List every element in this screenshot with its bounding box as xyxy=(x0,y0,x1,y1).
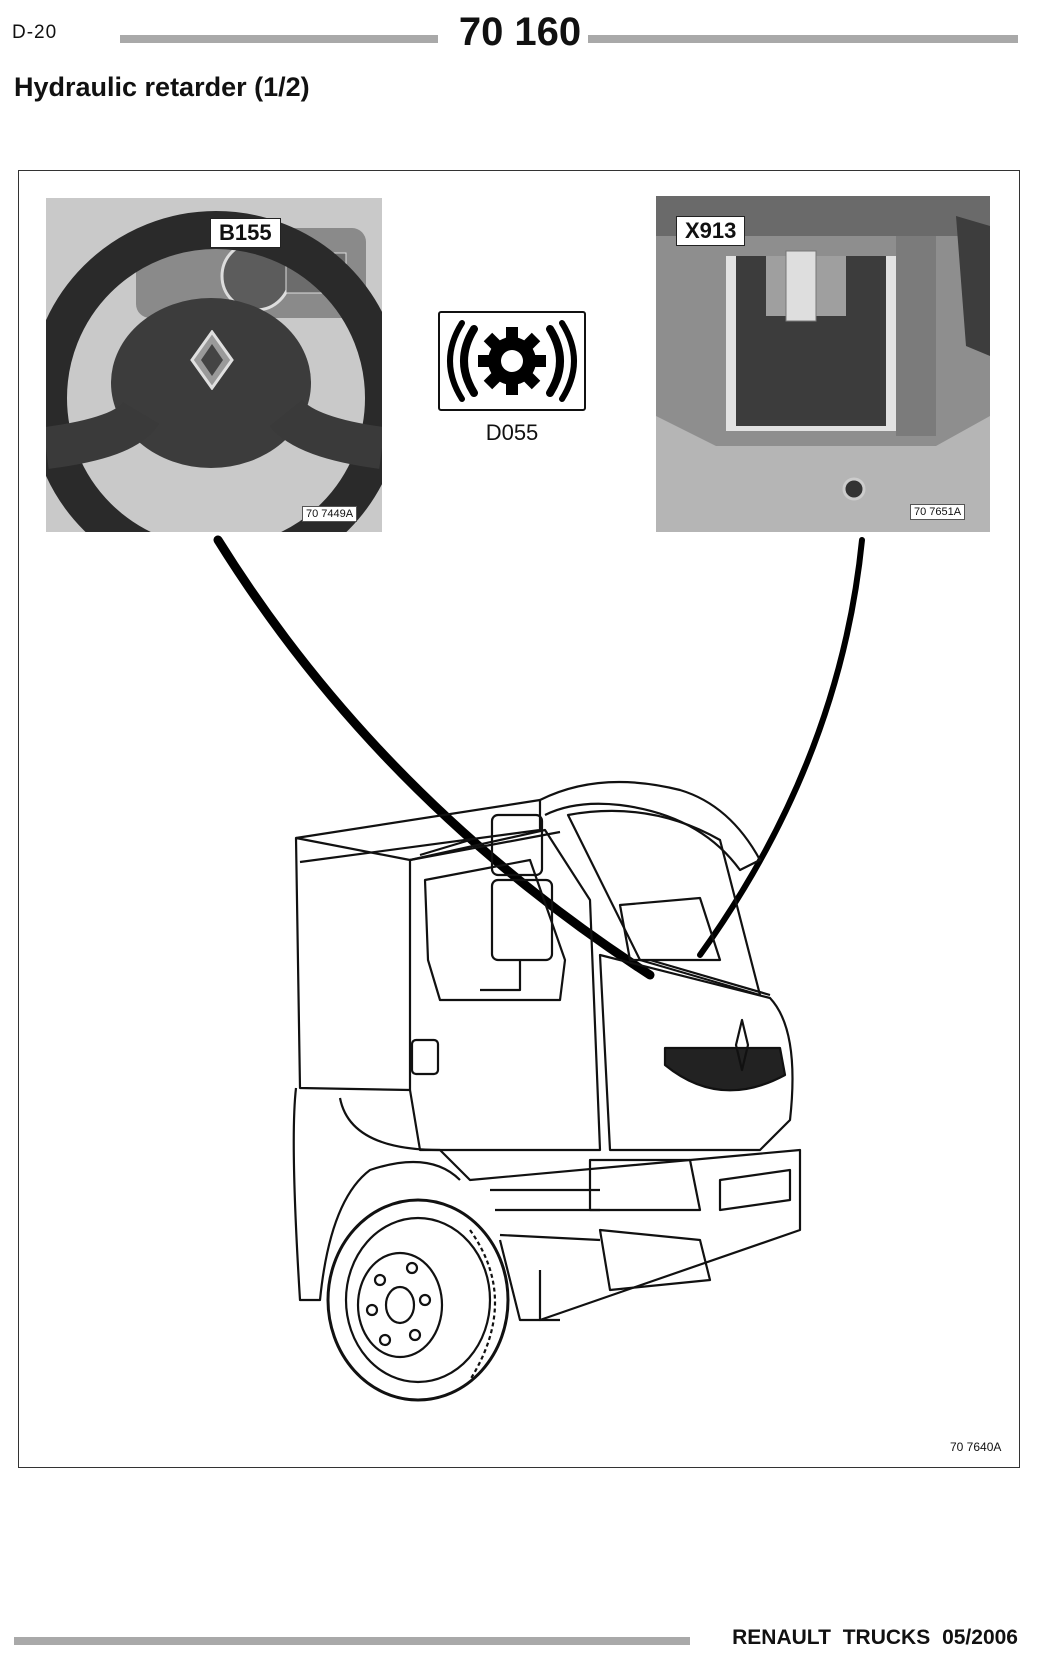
callout-b155: B155 xyxy=(210,218,281,248)
retarder-symbol xyxy=(438,311,586,411)
connector-photo xyxy=(656,196,990,532)
page-title: Hydraulic retarder (1/2) xyxy=(14,72,310,102)
figure-frame xyxy=(18,170,1020,1468)
header-rule-left xyxy=(120,35,438,43)
retarder-gear-icon xyxy=(447,320,577,402)
figure-ref: 70 7640A xyxy=(950,1440,1002,1454)
footer-date: 05/2006 xyxy=(942,1626,1018,1649)
renault-logo-icon xyxy=(190,330,234,390)
footer-rule xyxy=(14,1637,690,1645)
photo-ref-left: 70 7449A xyxy=(302,506,358,523)
footer-brand: RENAULT TRUCKS xyxy=(732,1626,931,1649)
section-number: 70 160 xyxy=(458,10,582,54)
footer-text: RENAULT TRUCKS 05/2006 xyxy=(732,1626,1018,1650)
header-rule-right xyxy=(588,35,1018,43)
page-code: D-20 xyxy=(12,22,58,43)
symbol-label: D055 xyxy=(485,420,539,445)
callout-x913: X913 xyxy=(676,216,746,246)
photo-ref-right: 70 7651A xyxy=(910,504,966,521)
